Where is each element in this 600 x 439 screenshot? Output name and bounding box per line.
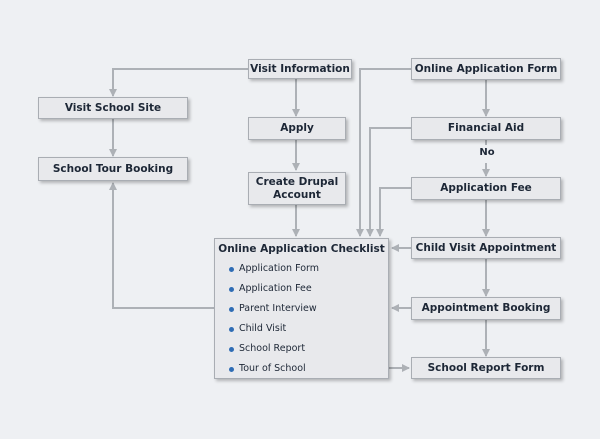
bullet-icon xyxy=(229,347,234,352)
checklist-item: Application Form xyxy=(229,262,319,282)
bullet-icon xyxy=(229,367,234,372)
arrow-checklist-to-tour xyxy=(109,182,214,309)
checklist-item-label: Tour of School xyxy=(239,363,306,374)
checklist-item-label: Application Fee xyxy=(239,283,312,294)
node-child-visit-appointment: Child Visit Appointment xyxy=(411,237,561,259)
checklist-item-label: Application Form xyxy=(239,263,320,274)
node-appointment-booking: Appointment Booking xyxy=(411,297,561,320)
checklist-item: Child Visit xyxy=(229,322,319,342)
checklist-item-label: School Report xyxy=(239,343,306,354)
node-application-fee: Application Fee xyxy=(411,177,561,200)
node-visit-information: Visit Information xyxy=(248,59,352,79)
node-visit-school-site: Visit School Site xyxy=(38,97,188,119)
bullet-icon xyxy=(229,327,234,332)
node-school-tour-booking: School Tour Booking xyxy=(38,157,188,181)
bullet-icon xyxy=(229,287,234,292)
node-create-drupal-account: Create Drupal Account xyxy=(248,172,346,205)
bullet-icon xyxy=(229,307,234,312)
arrow-form-to-checklist xyxy=(356,68,411,237)
arrow-visitinfo-to-visit-site xyxy=(109,68,248,97)
checklist-item-label: Child Visit xyxy=(239,323,287,334)
node-apply: Apply xyxy=(248,117,346,140)
checklist-item: Application Fee xyxy=(229,282,319,302)
checklist-items: Application Form Application Fee Parent … xyxy=(229,262,319,382)
checklist-item: Parent Interview xyxy=(229,302,319,322)
checklist-item: School Report xyxy=(229,342,319,362)
arrow-fee-to-checklist xyxy=(376,187,411,237)
node-school-report-form: School Report Form xyxy=(411,357,561,379)
checklist-item: Tour of School xyxy=(229,362,319,382)
node-financial-aid: Financial Aid xyxy=(411,117,561,140)
bullet-icon xyxy=(229,267,234,272)
checklist-title: Online Application Checklist xyxy=(218,243,385,255)
edge-label-no: No xyxy=(479,147,495,158)
arrow-aid-to-checklist xyxy=(366,127,411,237)
online-application-checklist: Online Application Checklist Application… xyxy=(214,238,389,379)
checklist-item-label: Parent Interview xyxy=(239,303,317,314)
node-online-application-form: Online Application Form xyxy=(411,58,561,80)
